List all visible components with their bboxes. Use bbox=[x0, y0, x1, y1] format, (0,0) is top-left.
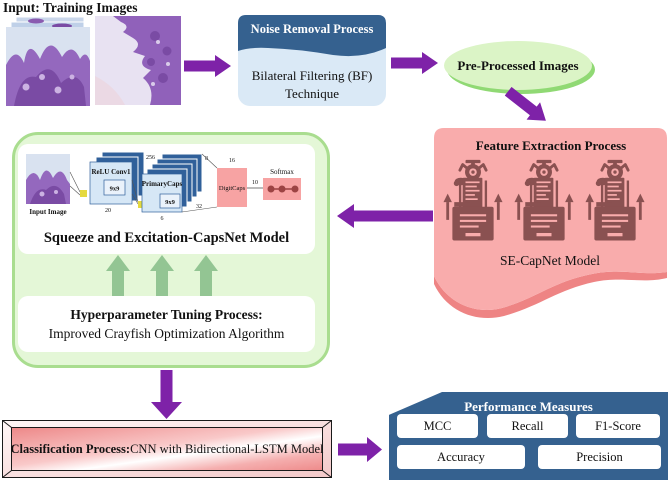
digitcaps-classes-label: 10 bbox=[252, 180, 258, 186]
noise-removal-body: Bilateral Filtering (BF) Technique bbox=[246, 67, 378, 103]
conv-size-label: 20 bbox=[105, 208, 111, 214]
tuning-process-title: Hyperparameter Tuning Process: bbox=[70, 307, 263, 322]
metric-precision: Precision bbox=[538, 445, 661, 469]
flow-arrow-preprocessed-to-feature bbox=[504, 86, 546, 121]
flow-arrow-panel-to-classification bbox=[151, 370, 182, 419]
metric-accuracy: Accuracy bbox=[397, 445, 525, 469]
capsnet-input-image bbox=[26, 154, 70, 204]
preprocessed-images-label: Pre-Processed Images bbox=[457, 57, 579, 73]
capsnet-architecture-diagram: Input Image ReLU Conv1 9x9 256 20 Primar… bbox=[26, 151, 301, 222]
relu-conv1-block bbox=[89, 151, 145, 205]
primarycaps-kernel-label: 9x9 bbox=[165, 199, 176, 206]
feature-extraction-header: Feature Extraction Process bbox=[475, 138, 627, 153]
document-extraction-robot-icon bbox=[585, 158, 645, 242]
se-capnet-model-label: SE-CapNet Model bbox=[499, 253, 601, 268]
conv-label: ReLU Conv1 bbox=[91, 168, 131, 176]
tuning-feedback-arrows bbox=[106, 255, 218, 297]
metric-recall: Recall bbox=[487, 414, 568, 438]
primarycaps-depth-label: 8 bbox=[205, 156, 208, 162]
noise-removal-body-line2: Technique bbox=[285, 86, 339, 101]
digitcaps-dim-label: 16 bbox=[229, 158, 235, 164]
softmax-block bbox=[263, 178, 301, 200]
metric-mcc: MCC bbox=[397, 414, 478, 438]
preprocessed-images-ellipse: Pre-Processed Images bbox=[444, 41, 592, 90]
document-extraction-robot-icon bbox=[443, 158, 503, 242]
digitcaps-block bbox=[217, 168, 247, 207]
classification-box bbox=[2, 420, 332, 478]
noise-removal-body-line1: Bilateral Filtering (BF) bbox=[251, 68, 373, 83]
classification-label-prefix: Classification Process: bbox=[10, 441, 131, 456]
flow-arrow-images-to-noise bbox=[184, 55, 231, 77]
training-histology-image-2 bbox=[95, 16, 181, 105]
noise-removal-box: Noise Removal Process Bilateral Filterin… bbox=[238, 15, 386, 106]
input-image-label: Input Image bbox=[29, 208, 66, 216]
primarycaps-block bbox=[141, 153, 203, 213]
primarycaps-channels-label: 32 bbox=[196, 204, 202, 210]
conv-kernel-label: 9x9 bbox=[110, 186, 121, 193]
digitcaps-label: DigitCaps bbox=[219, 185, 246, 192]
primarycaps-size-label: 6 bbox=[161, 216, 164, 222]
training-histology-image-1 bbox=[6, 17, 90, 106]
classification-label-text: CNN with Bidirectional-LSTM Model bbox=[130, 441, 324, 456]
softmax-label: Softmax bbox=[270, 168, 294, 176]
performance-measures-header: Performance Measures bbox=[464, 399, 593, 414]
noise-removal-header: Noise Removal Process bbox=[250, 22, 374, 36]
flow-arrow-noise-to-preprocessed bbox=[391, 52, 438, 74]
noise-removal-header-banner bbox=[238, 15, 386, 57]
hyperparameter-tuning-card: Hyperparameter Tuning Process: Improved … bbox=[18, 296, 315, 352]
capsnet-model-title: Squeeze and Excitation-CapsNet Model bbox=[43, 230, 290, 246]
document-extraction-robot-icon bbox=[514, 158, 574, 242]
primarycaps-input-marker bbox=[138, 201, 145, 208]
classification-label: Classification Process: CNN with Bidirec… bbox=[10, 427, 324, 471]
primarycaps-label: PrimaryCaps bbox=[142, 180, 183, 188]
input-training-images-title: Input: Training Images bbox=[3, 0, 138, 15]
conv-input-marker bbox=[80, 190, 87, 197]
flow-arrow-feature-to-capsnet bbox=[337, 204, 433, 228]
flow-arrow-classification-to-performance bbox=[338, 437, 382, 462]
conv-filters-label: 256 bbox=[146, 155, 155, 161]
tuning-algorithm-label: Improved Crayfish Optimization Algorithm bbox=[48, 326, 285, 341]
metric-f1-score: F1-Score bbox=[576, 414, 660, 438]
